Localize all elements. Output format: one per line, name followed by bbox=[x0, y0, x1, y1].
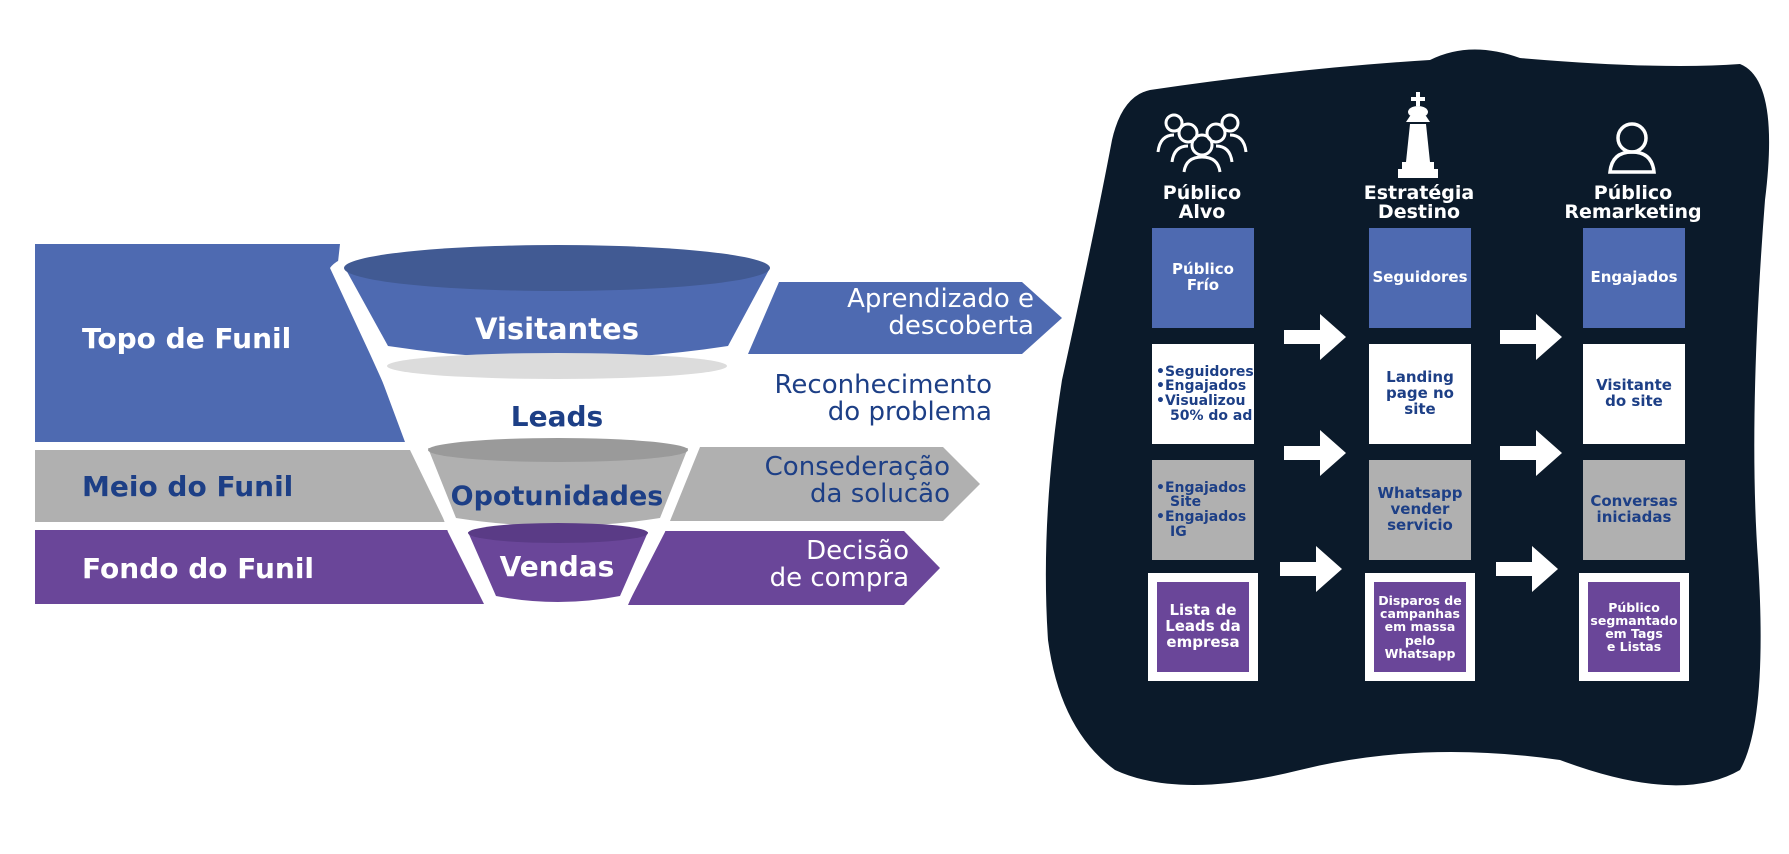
label-meio-do-funil: Meio do Funil bbox=[82, 470, 294, 503]
band-topo bbox=[35, 244, 405, 442]
arrow-aprendizado bbox=[745, 282, 1062, 354]
funnel-shadow bbox=[387, 353, 727, 379]
label-topo-de-funil: Topo de Funil bbox=[82, 322, 292, 355]
funnel-visitantes-top bbox=[344, 245, 770, 291]
flow-arrow-2a bbox=[1284, 430, 1346, 476]
stage-oportunidades: Opotunidades bbox=[450, 481, 664, 512]
stage-visitantes: Visitantes bbox=[475, 312, 639, 346]
flow-arrow-1b bbox=[1500, 314, 1562, 360]
cell-seguidores: Seguidores bbox=[1369, 228, 1471, 328]
group-icon bbox=[1156, 113, 1248, 173]
cell-engajados-list: •Engajados Site •Engajados IG bbox=[1152, 460, 1254, 560]
arrow-decisao bbox=[628, 531, 940, 605]
funnel-vendas bbox=[468, 532, 648, 602]
arrow-consideracao bbox=[670, 447, 980, 521]
funnel-oportunidades-top bbox=[428, 438, 688, 462]
flow-arrow-1a bbox=[1284, 314, 1346, 360]
cell-publico-alvo-list: •Seguidores •Engajados •Visualizou 50% d… bbox=[1152, 344, 1254, 444]
funnel-oportunidades bbox=[428, 448, 688, 526]
funnel-vendas-top bbox=[468, 523, 648, 543]
chess-king-icon bbox=[1398, 92, 1438, 178]
label-fondo-do-funil: Fondo do Funil bbox=[82, 552, 315, 585]
user-icon bbox=[1608, 122, 1656, 174]
band-fondo bbox=[35, 530, 490, 604]
funnel-visitantes bbox=[345, 268, 770, 359]
flow-arrow-3a bbox=[1280, 546, 1342, 592]
cell-engajados: Engajados bbox=[1583, 228, 1685, 328]
band-meio bbox=[35, 450, 445, 522]
stage-vendas: Vendas bbox=[499, 550, 615, 583]
flow-arrow-2b bbox=[1500, 430, 1562, 476]
flow-arrow-3b bbox=[1496, 546, 1558, 592]
stage-leads: Leads bbox=[510, 400, 604, 433]
